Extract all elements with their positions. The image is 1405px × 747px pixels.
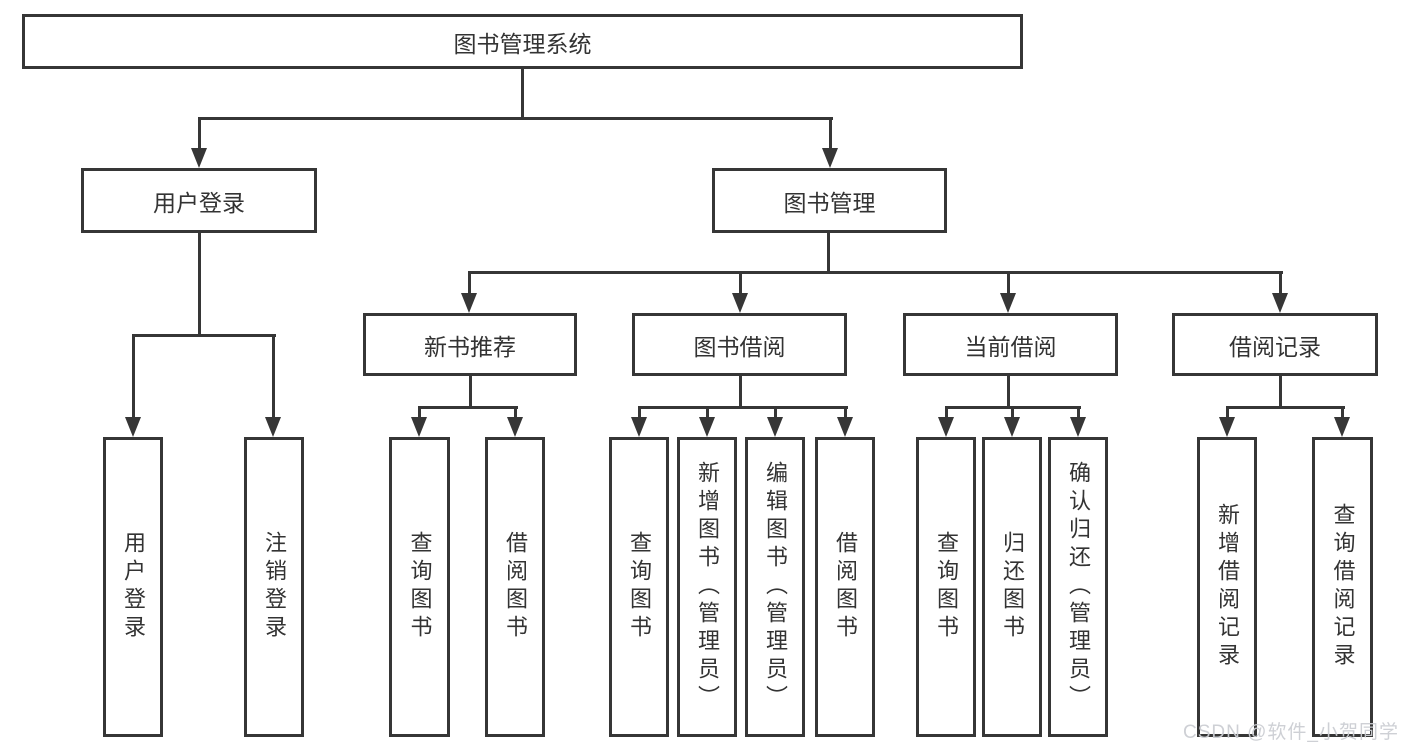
arrowhead-down-icon — [1272, 293, 1288, 313]
connector-line — [417, 407, 421, 421]
connector-line — [1006, 376, 1010, 409]
node-label: 用户登录 — [153, 189, 245, 216]
arrowhead-down-icon — [1334, 417, 1350, 437]
connector-line — [773, 407, 777, 421]
connector-line — [520, 69, 524, 120]
node-label: 借阅记录 — [1229, 333, 1321, 360]
connector-line — [705, 407, 709, 421]
csdn-watermark: CSDN @软件_小贺同学 — [1183, 722, 1399, 743]
connector-line — [944, 407, 948, 421]
connector-line — [1225, 405, 1345, 409]
connector-line — [1225, 407, 1229, 421]
arrowhead-down-icon — [411, 417, 427, 437]
connector-line — [197, 233, 201, 337]
connector-line — [738, 376, 742, 409]
connector-line — [1010, 407, 1014, 421]
arrowhead-down-icon — [732, 293, 748, 313]
node-label: 图书管理 — [783, 189, 876, 216]
node-label: 查询图书 — [934, 531, 959, 643]
node-book-borrowing: 图书借阅 — [632, 313, 847, 376]
node-book-management: 图书管理 — [712, 168, 947, 233]
arrowhead-down-icon — [699, 417, 715, 437]
arrowhead-down-icon — [822, 148, 838, 168]
arrowhead-down-icon — [265, 417, 281, 437]
connector-line — [197, 118, 201, 152]
node-library-management-system: 图书管理系统 — [22, 14, 1023, 69]
arrowhead-down-icon — [1219, 417, 1235, 437]
node-label: 当前借阅 — [964, 333, 1057, 360]
node-label: 新增借阅记录 — [1215, 503, 1240, 671]
arrowhead-down-icon — [191, 148, 207, 168]
connector-line — [513, 407, 517, 421]
connector-line — [1278, 376, 1282, 409]
arrowhead-down-icon — [767, 417, 783, 437]
connector-line — [1076, 407, 1080, 421]
leaf-query-books-current: 查询图书 — [916, 437, 976, 737]
leaf-return-books: 归还图书 — [982, 437, 1042, 737]
node-label: 查询图书 — [407, 531, 433, 643]
node-label: 借阅图书 — [833, 531, 858, 643]
node-label: 编辑图书（管理员） — [763, 461, 788, 713]
connector-line — [467, 270, 1283, 274]
connector-line — [131, 335, 135, 421]
arrowhead-down-icon — [461, 293, 477, 313]
connector-line — [826, 233, 830, 274]
connector-line — [417, 405, 518, 409]
arrowhead-down-icon — [1000, 293, 1016, 313]
connector-line — [738, 272, 742, 297]
connector-line — [468, 376, 472, 409]
connector-line — [1340, 407, 1344, 421]
leaf-query-borrow-record: 查询借阅记录 — [1312, 437, 1373, 737]
leaf-borrow-books: 借阅图书 — [815, 437, 875, 737]
leaf-query-books: 查询图书 — [609, 437, 669, 737]
connector-line — [1278, 272, 1282, 297]
arrowhead-down-icon — [631, 417, 647, 437]
arrowhead-down-icon — [837, 417, 853, 437]
node-label: 图书管理系统 — [453, 30, 592, 57]
leaf-user-login: 用户登录 — [103, 437, 163, 737]
connector-line — [467, 272, 471, 297]
leaf-add-books-admin: 新增图书（管理员） — [677, 437, 737, 737]
node-label: 用户登录 — [121, 531, 146, 643]
node-current-borrowing: 当前借阅 — [903, 313, 1118, 376]
arrowhead-down-icon — [507, 417, 523, 437]
node-label: 图书借阅 — [693, 333, 786, 360]
node-borrowing-records: 借阅记录 — [1172, 313, 1378, 376]
leaf-confirm-return-admin: 确认归还（管理员） — [1048, 437, 1108, 737]
node-new-book-recommend: 新书推荐 — [363, 313, 577, 376]
node-label: 新增图书（管理员） — [695, 461, 720, 713]
connector-line — [131, 333, 276, 337]
arrowhead-down-icon — [1004, 417, 1020, 437]
node-label: 查询借阅记录 — [1330, 503, 1356, 671]
node-label: 注销登录 — [262, 531, 287, 643]
node-user-login: 用户登录 — [81, 168, 317, 233]
connector-line — [637, 407, 641, 421]
node-label: 确认归还（管理员） — [1066, 461, 1091, 713]
connector-line — [637, 405, 848, 409]
arrowhead-down-icon — [1070, 417, 1086, 437]
connector-line — [843, 407, 847, 421]
leaf-add-borrow-record: 新增借阅记录 — [1197, 437, 1257, 737]
arrowhead-down-icon — [125, 417, 141, 437]
leaf-borrow-books-recommend: 借阅图书 — [485, 437, 545, 737]
node-label: 新书推荐 — [424, 333, 516, 360]
leaf-edit-books-admin: 编辑图书（管理员） — [745, 437, 805, 737]
arrowhead-down-icon — [938, 417, 954, 437]
node-label: 查询图书 — [627, 531, 652, 643]
leaf-logout: 注销登录 — [244, 437, 304, 737]
leaf-query-books-recommend: 查询图书 — [389, 437, 450, 737]
node-label: 归还图书 — [1000, 531, 1025, 643]
connector-line — [197, 116, 833, 120]
connector-line — [828, 118, 832, 152]
node-label: 借阅图书 — [503, 531, 528, 643]
connector-line — [1006, 272, 1010, 297]
connector-line — [271, 335, 275, 421]
